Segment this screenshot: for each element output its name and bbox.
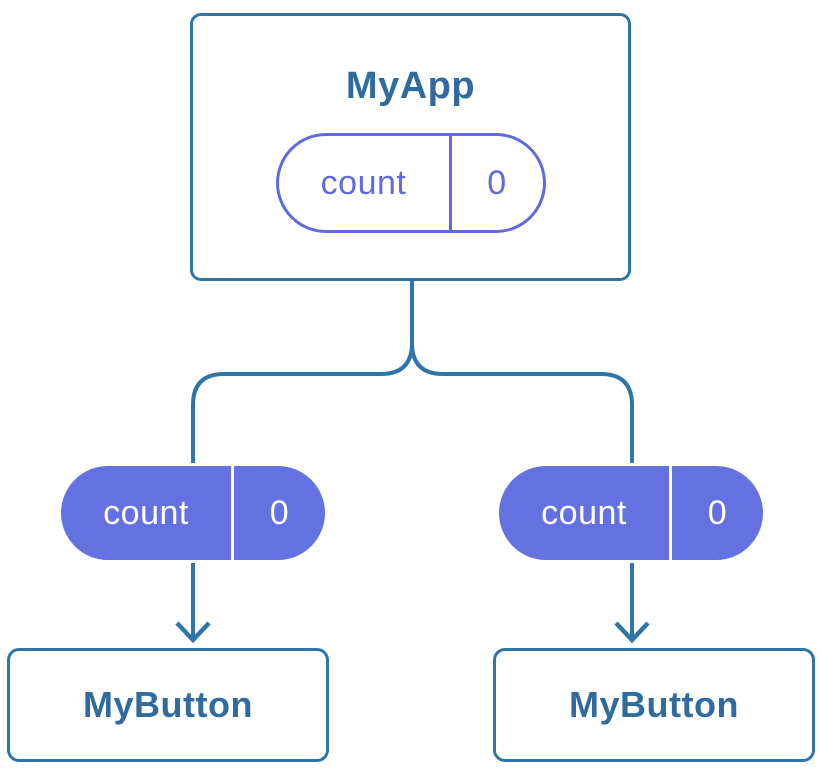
mybutton-card-right: MyButton [493,648,815,762]
state-label-cell: count [61,466,234,560]
state-label: count [541,493,627,532]
arrowhead-left-icon [175,621,211,644]
state-value: 0 [269,493,290,532]
state-label: count [103,493,189,532]
state-value: 0 [707,493,728,532]
arrowhead-right-icon [614,621,650,644]
state-label: count [320,163,407,202]
state-value-cell: 0 [672,466,763,560]
state-label-cell: count [279,136,452,230]
component-title: MyApp [345,65,476,107]
myapp-card: MyApp count 0 [190,13,631,281]
state-label-cell: count [499,466,672,560]
state-pill-right-child: count 0 [496,463,766,563]
state-pill-root: count 0 [275,133,546,233]
mybutton-card-left: MyButton [7,648,329,762]
state-pill-left-child: count 0 [58,463,328,563]
state-value: 0 [487,163,507,202]
connector-branch-right [410,342,634,468]
component-title: MyButton [569,684,739,725]
component-title: MyButton [83,684,253,725]
state-value-cell: 0 [452,136,543,230]
state-value-cell: 0 [234,466,325,560]
connector-branch-left [191,279,414,468]
